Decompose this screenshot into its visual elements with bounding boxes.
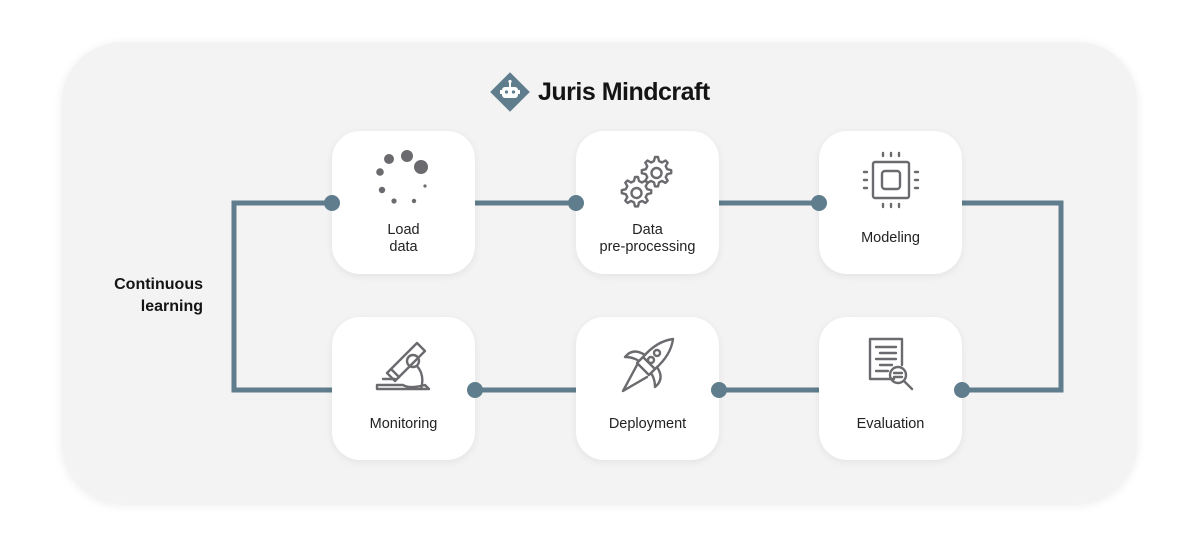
loop-label-line1: Continuous <box>114 276 203 293</box>
step-deployment[interactable]: Deployment <box>576 317 719 460</box>
step-label: Data pre-processing <box>576 222 719 256</box>
step-load-data[interactable]: Load data <box>332 131 475 274</box>
node-preprocess-in <box>568 195 584 211</box>
step-monitoring[interactable]: Monitoring <box>332 317 475 460</box>
document-search-icon <box>868 337 914 391</box>
connector-right-loop <box>962 200 1064 393</box>
node-load-data-in <box>324 195 340 211</box>
step-data-pre-processing[interactable]: Data pre-processing <box>576 131 719 274</box>
loop-label-line2: learning <box>140 298 203 315</box>
connector-left-loop <box>231 200 332 393</box>
step-label: Modeling <box>861 230 920 246</box>
continuous-learning-label: Continuous learning <box>80 274 203 318</box>
brand-name: Juris Mindcraft <box>538 77 710 106</box>
step-label-line1: Data <box>632 222 663 238</box>
step-label-line2: data <box>389 239 418 255</box>
brand-title: Juris Mindcraft <box>488 70 710 114</box>
step-modeling[interactable]: Modeling <box>819 131 962 274</box>
node-monitoring-in <box>467 382 483 398</box>
step-label: Load data <box>332 222 475 256</box>
step-label-line1: Load <box>387 222 420 238</box>
step-label: Evaluation <box>856 416 925 432</box>
node-modeling-in <box>811 195 827 211</box>
gears-icon <box>620 155 673 208</box>
loading-dots-icon <box>376 150 428 204</box>
step-evaluation[interactable]: Evaluation <box>819 317 962 460</box>
node-deployment-in <box>711 382 727 398</box>
chip-icon <box>862 151 920 209</box>
step-label: Deployment <box>608 416 687 432</box>
step-label-line2: pre-processing <box>599 239 696 255</box>
rocket-icon <box>621 337 675 393</box>
microscope-icon <box>375 341 431 391</box>
robot-diamond-icon <box>490 72 530 112</box>
node-evaluation-in <box>954 382 970 398</box>
step-label: Monitoring <box>369 416 438 432</box>
